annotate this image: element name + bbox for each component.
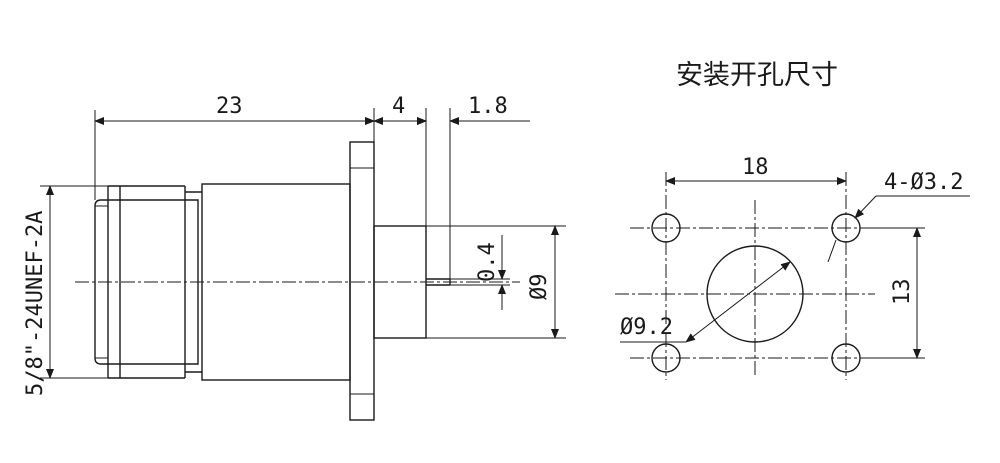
dim-hole-spacing-13: 13 bbox=[890, 279, 915, 306]
cutout-dimensions: 18 4-Ø3.2 13 Ø9.2 bbox=[620, 155, 970, 359]
dim-mount-holes-4x3-2: 4-Ø3.2 bbox=[884, 170, 963, 195]
dim-pin-diameter-0-4: 0.4 bbox=[475, 242, 500, 282]
dim-body-diameter-9: Ø9 bbox=[527, 274, 552, 301]
coupling-nut bbox=[94, 185, 202, 379]
rear-insulator bbox=[373, 225, 427, 339]
side-top-dimensions: 23 4 1.8 bbox=[94, 94, 530, 279]
mount-hole-bottom-left bbox=[651, 343, 681, 373]
dim-flange-4: 4 bbox=[392, 94, 405, 119]
dim-length-23: 23 bbox=[216, 94, 243, 119]
thread-spec-label: 5/8"-24UNEF-2A bbox=[23, 211, 48, 396]
dim-hole-spacing-18: 18 bbox=[742, 155, 769, 180]
dim-pin-offset-1-8: 1.8 bbox=[468, 94, 508, 119]
cutout-title: 安装开孔尺寸 bbox=[676, 60, 838, 91]
panel-cutout-view bbox=[615, 172, 880, 380]
mounting-flange bbox=[349, 141, 375, 421]
mount-hole-top-left bbox=[651, 213, 681, 243]
connector-side-view bbox=[75, 141, 520, 421]
dim-center-hole-9-2: Ø9.2 bbox=[620, 315, 673, 340]
thread-dimension: 5/8"-24UNEF-2A bbox=[23, 185, 108, 396]
side-right-dimensions: 0.4 Ø9 bbox=[426, 225, 566, 339]
